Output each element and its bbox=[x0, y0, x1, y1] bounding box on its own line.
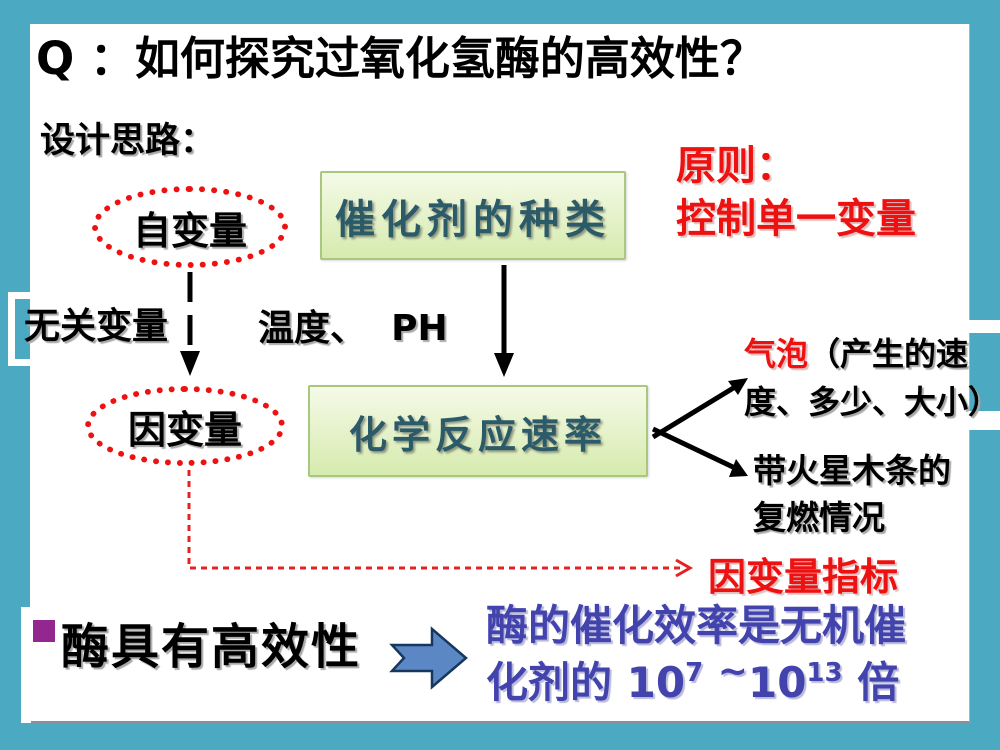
left-bracket-shape bbox=[8, 292, 134, 366]
exponent-13: 13 bbox=[806, 657, 843, 688]
efficiency-line2: 化剂的 107 ~1013 倍 bbox=[486, 651, 906, 712]
right-edge-notch-top bbox=[968, 320, 1000, 333]
principle-line1: 原则： bbox=[676, 143, 796, 189]
efficiency-statement-text: 酶的催化效率是无机催 化剂的 107 ~1013 倍 bbox=[486, 598, 906, 711]
right-edge-notch-bottom bbox=[968, 411, 1000, 430]
bubbles-observation-text: 气泡（产生的速 度、多少、大小） bbox=[744, 330, 1000, 426]
catalyst-type-label: 催化剂的种类 bbox=[335, 196, 611, 243]
exponent-7: 7 bbox=[685, 657, 704, 688]
splint-line2: 复燃情况 bbox=[753, 497, 885, 537]
bubbles-highlight: 气泡 bbox=[744, 335, 809, 373]
efficiency-line2-suffix: 倍 bbox=[842, 657, 900, 707]
dependent-variable-indicator-label: 因变量指标 bbox=[708, 555, 899, 599]
dependent-variable-label: 因变量 bbox=[127, 407, 242, 452]
efficiency-line2-base2: 10 bbox=[747, 657, 807, 707]
bubbles-rest: （产生的速 bbox=[808, 335, 969, 373]
reaction-rate-label: 化学反应速率 bbox=[348, 412, 607, 457]
principle-line2: 控制单一变量 bbox=[676, 195, 916, 242]
dependent-variable-ellipse: 因变量 bbox=[85, 386, 285, 466]
bubbles-line2: 度、多少、大小） bbox=[744, 383, 1000, 421]
tilde-symbol: ~ bbox=[717, 650, 748, 692]
bullet-square-icon bbox=[33, 620, 55, 642]
efficiency-line2-prefix: 化剂的 10 bbox=[486, 657, 686, 707]
design-approach-label: 设计思路： bbox=[40, 121, 216, 161]
efficiency-line1: 酶的催化效率是无机催 bbox=[486, 601, 907, 650]
conclusion-label: 酶具有高效性 bbox=[61, 619, 362, 675]
reaction-rate-box: 化学反应速率 bbox=[308, 385, 648, 477]
irrelevant-variable-examples: 温度、 PH bbox=[258, 308, 448, 349]
bubbles-line1: 气泡（产生的速 bbox=[744, 330, 1000, 378]
slide-title: Q ：如何探究过氧化氢酶的高效性？ bbox=[36, 32, 765, 85]
splint-observation-text: 带火星木条的 复燃情况 bbox=[753, 448, 951, 542]
principle-text: 原则： 控制单一变量 bbox=[676, 140, 916, 246]
independent-variable-label: 自变量 bbox=[132, 208, 247, 253]
irrelevant-variable-label: 无关变量 bbox=[24, 306, 169, 347]
bottom-left-white-strip bbox=[21, 607, 31, 723]
independent-variable-ellipse: 自变量 bbox=[92, 186, 288, 268]
catalyst-type-box: 催化剂的种类 bbox=[320, 171, 626, 260]
splint-line1: 带火星木条的 bbox=[753, 451, 951, 490]
